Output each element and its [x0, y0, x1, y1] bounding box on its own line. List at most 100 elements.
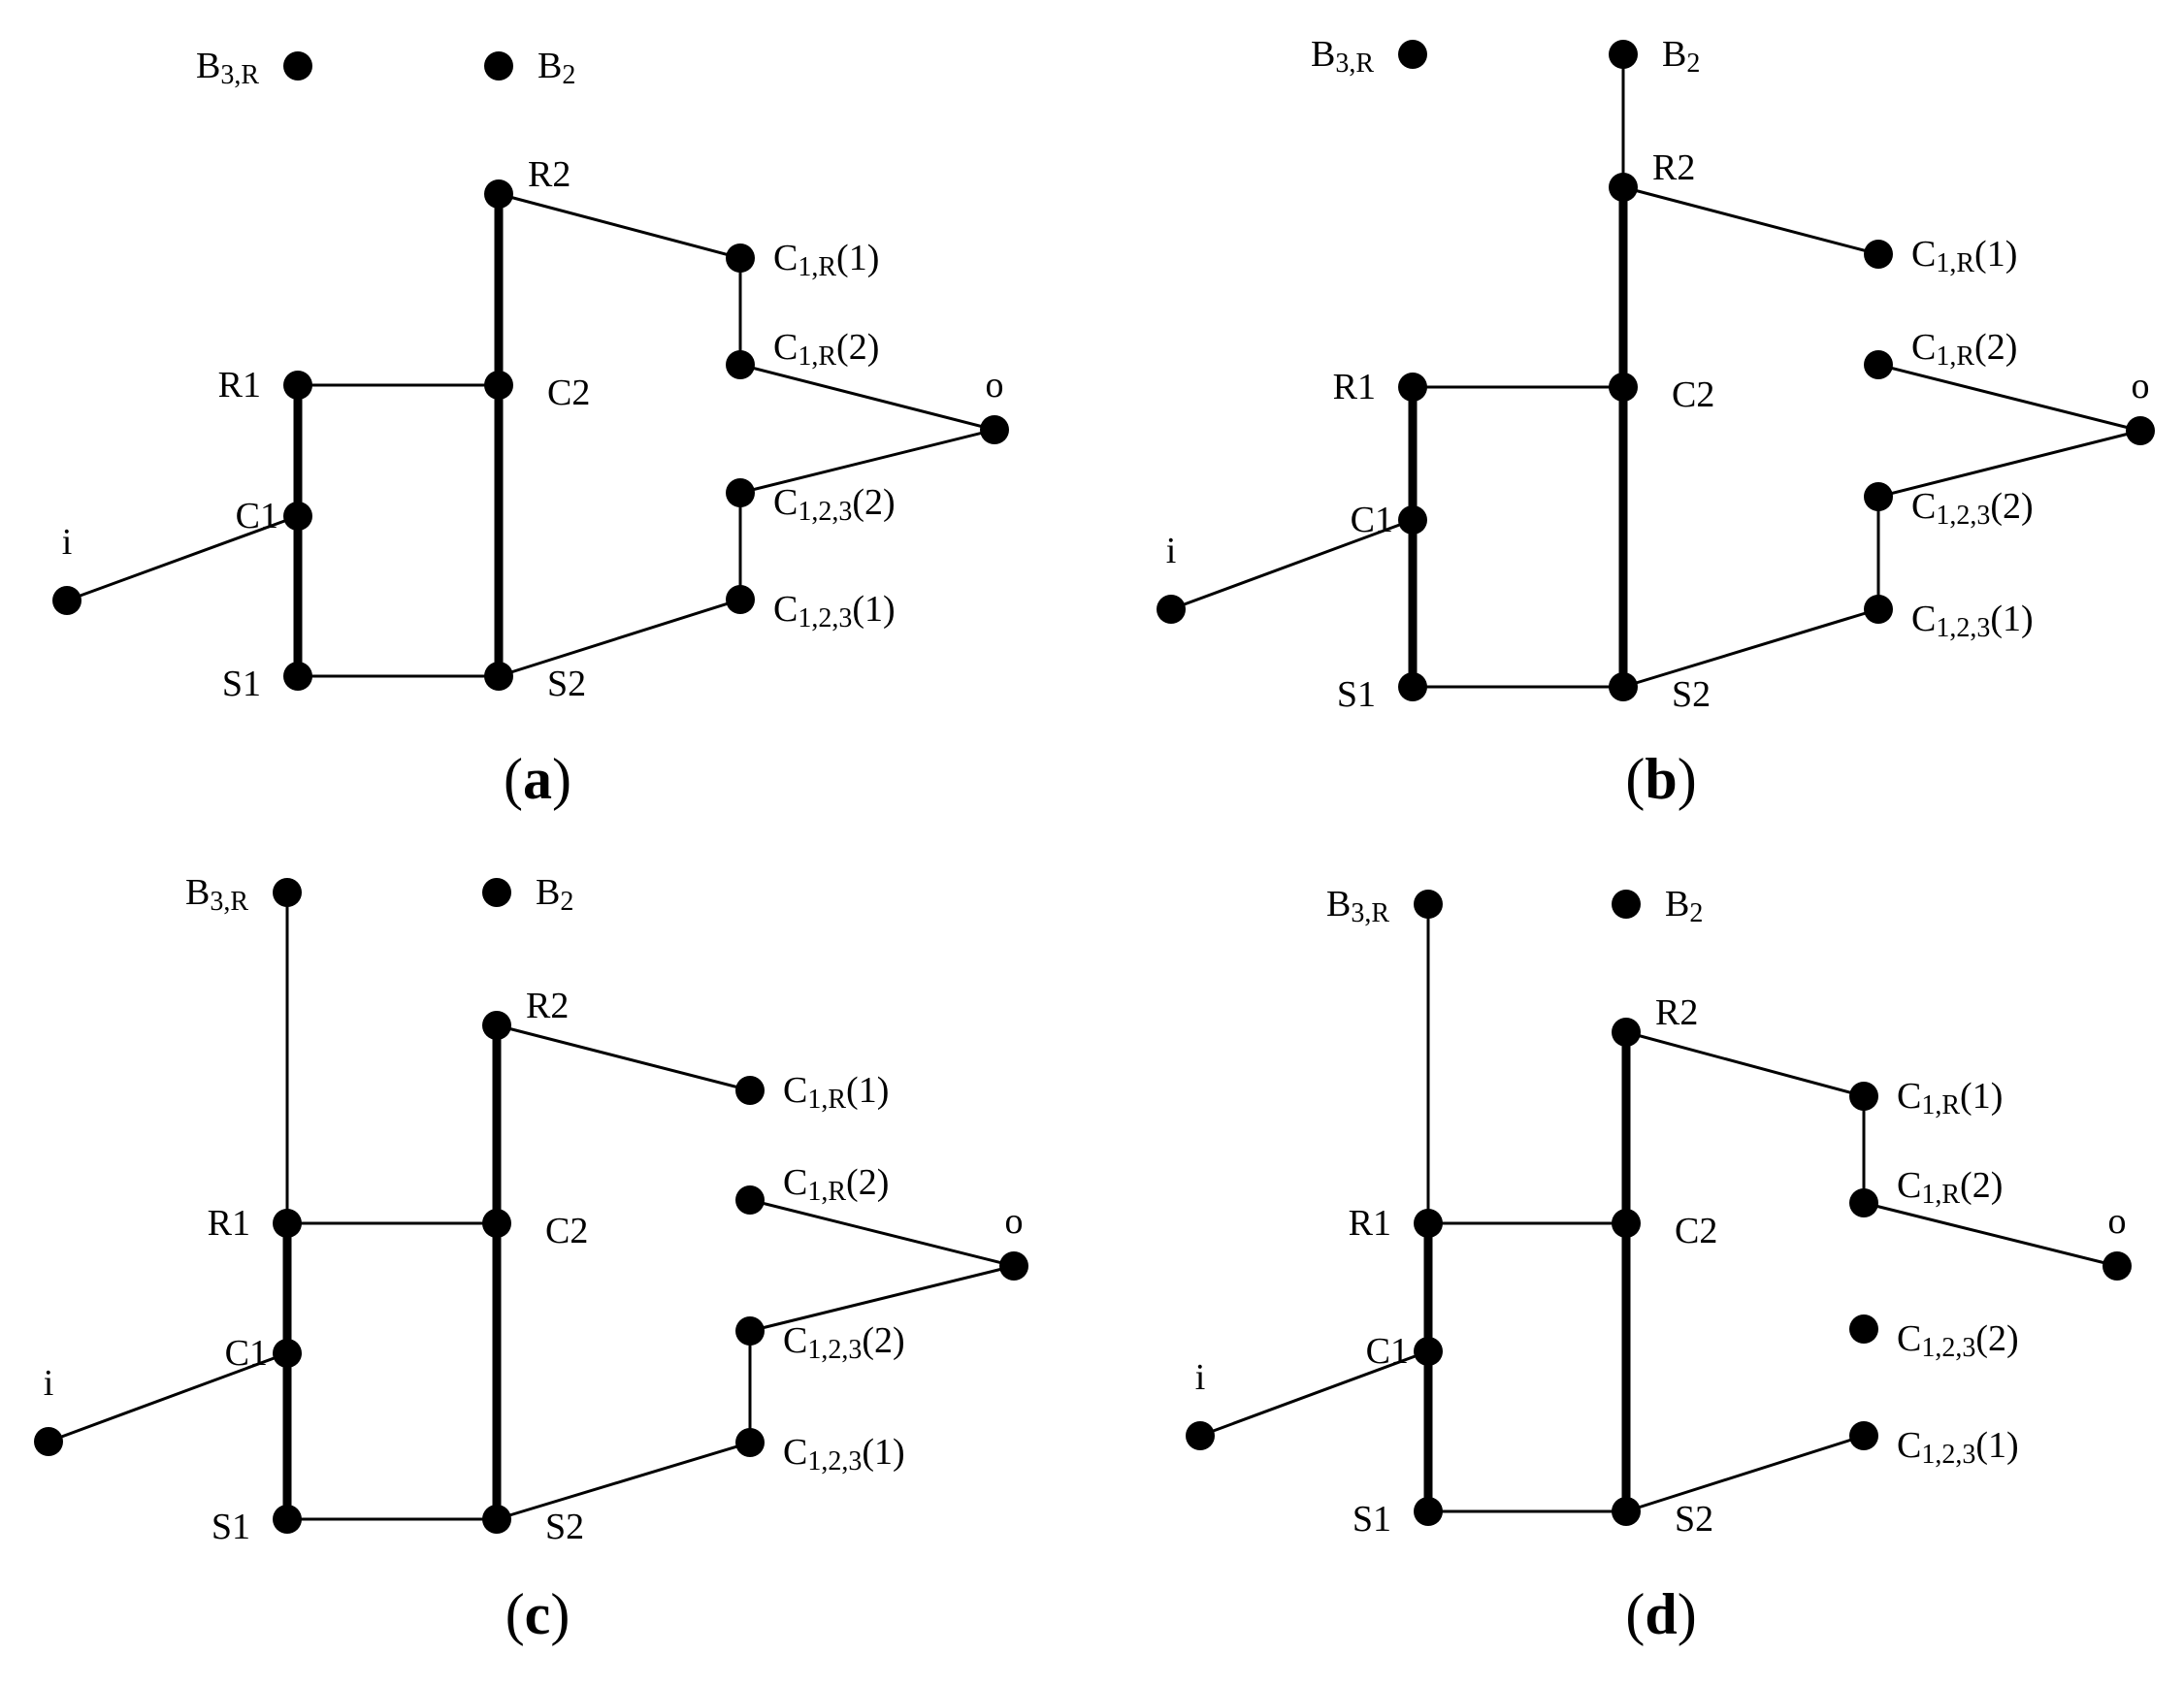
node-C1 [1398, 505, 1427, 535]
node-R1 [1414, 1209, 1443, 1238]
node-C1R2 [735, 1185, 765, 1215]
label-B3R: B3,R [185, 872, 248, 917]
label-S2: S2 [1675, 1499, 1713, 1540]
label-C123_1: C1,2,3(1) [1897, 1425, 2019, 1470]
edge-S2-C123_1 [497, 598, 742, 678]
node-C123_1 [1864, 595, 1893, 624]
node-B2 [1609, 40, 1638, 69]
node-R2 [484, 179, 513, 209]
node-o [2126, 416, 2155, 445]
node-B3R [1398, 40, 1427, 69]
edge-i-C1 [65, 514, 300, 602]
node-C1R1 [1864, 240, 1893, 269]
label-S1: S1 [212, 1507, 250, 1547]
node-R2 [482, 1011, 511, 1040]
caption-a: (a) [504, 747, 571, 811]
node-B3R [283, 51, 312, 81]
label-R1: R1 [208, 1203, 250, 1244]
node-o [999, 1251, 1028, 1281]
edge-C1R2-o [1862, 1201, 2119, 1268]
node-C1R1 [1849, 1082, 1878, 1111]
label-i: i [1166, 531, 1177, 571]
node-C2 [1612, 1209, 1641, 1238]
node-S2 [1612, 1497, 1641, 1526]
label-C123_2: C1,2,3(2) [773, 482, 896, 527]
node-C1R2 [726, 350, 755, 379]
label-C123_1: C1,2,3(1) [773, 589, 896, 633]
edge-R2-C1R1 [495, 1023, 752, 1092]
label-C1R1: C1,R(1) [773, 238, 879, 282]
caption-c: (c) [505, 1582, 570, 1646]
edge-S2-C123_1 [1621, 607, 1880, 689]
label-S1: S1 [1337, 674, 1376, 715]
edge-i-C1 [47, 1351, 289, 1444]
label-S2: S2 [545, 1507, 584, 1547]
node-C1 [273, 1339, 302, 1368]
label-B2: B2 [1662, 34, 1700, 79]
node-C123_2 [1849, 1314, 1878, 1344]
edge-i-C1 [1169, 518, 1415, 611]
edge-R2-C1R1 [1624, 1030, 1866, 1098]
node-S1 [1414, 1497, 1443, 1526]
label-C2: C2 [545, 1211, 588, 1251]
edge-C1R2-o [1876, 363, 2142, 433]
label-C1: C1 [236, 496, 278, 536]
edge-S2-C123_1 [1624, 1434, 1866, 1513]
node-C1R1 [726, 243, 755, 273]
label-R2: R2 [528, 154, 570, 195]
label-C1: C1 [1351, 500, 1393, 540]
edge-C1R2-o [738, 363, 996, 432]
label-B3R: B3,R [196, 46, 259, 90]
edge-C1R2-o [748, 1198, 1016, 1268]
node-B2 [482, 878, 511, 907]
node-i [1186, 1421, 1215, 1450]
label-C1: C1 [1366, 1331, 1409, 1372]
label-i: i [44, 1363, 54, 1404]
label-C2: C2 [547, 373, 590, 413]
node-S1 [273, 1505, 302, 1534]
label-S1: S1 [222, 664, 261, 704]
caption-b: (b) [1625, 747, 1696, 811]
edge-S2-C123_1 [495, 1441, 752, 1521]
node-B2 [484, 51, 513, 81]
caption-d: (d) [1625, 1582, 1696, 1646]
node-C123_1 [735, 1428, 765, 1457]
label-B3R: B3,R [1311, 34, 1374, 79]
label-S2: S2 [1672, 674, 1711, 715]
label-B2: B2 [538, 46, 575, 90]
label-C1R1: C1,R(1) [1897, 1076, 2003, 1120]
label-C1R2: C1,R(2) [773, 327, 879, 372]
node-i [1157, 595, 1186, 624]
label-o: o [986, 365, 1004, 406]
label-C123_2: C1,2,3(2) [783, 1320, 905, 1365]
node-o [2103, 1251, 2132, 1281]
edge-C123_2-o [748, 1264, 1016, 1333]
node-S2 [1609, 672, 1638, 701]
label-S2: S2 [547, 664, 586, 704]
node-C1R2 [1849, 1188, 1878, 1217]
node-R1 [273, 1209, 302, 1238]
node-C1R1 [735, 1076, 765, 1105]
label-C123_1: C1,2,3(1) [1911, 599, 2034, 643]
node-R1 [1398, 373, 1427, 402]
label-o: o [2132, 366, 2150, 406]
label-o: o [2108, 1201, 2127, 1242]
node-S2 [484, 662, 513, 691]
node-S1 [283, 662, 312, 691]
label-R2: R2 [526, 986, 569, 1026]
node-C1R2 [1864, 350, 1893, 379]
label-B3R: B3,R [1326, 884, 1389, 928]
node-i [34, 1427, 63, 1456]
edge-i-C1 [1198, 1349, 1430, 1438]
node-S2 [482, 1505, 511, 1534]
label-C2: C2 [1672, 374, 1714, 415]
label-R2: R2 [1655, 992, 1698, 1033]
label-C123_2: C1,2,3(2) [1911, 486, 2034, 531]
edge-C123_2-o [1876, 429, 2142, 499]
label-R1: R1 [218, 365, 261, 406]
node-C123_2 [726, 478, 755, 507]
